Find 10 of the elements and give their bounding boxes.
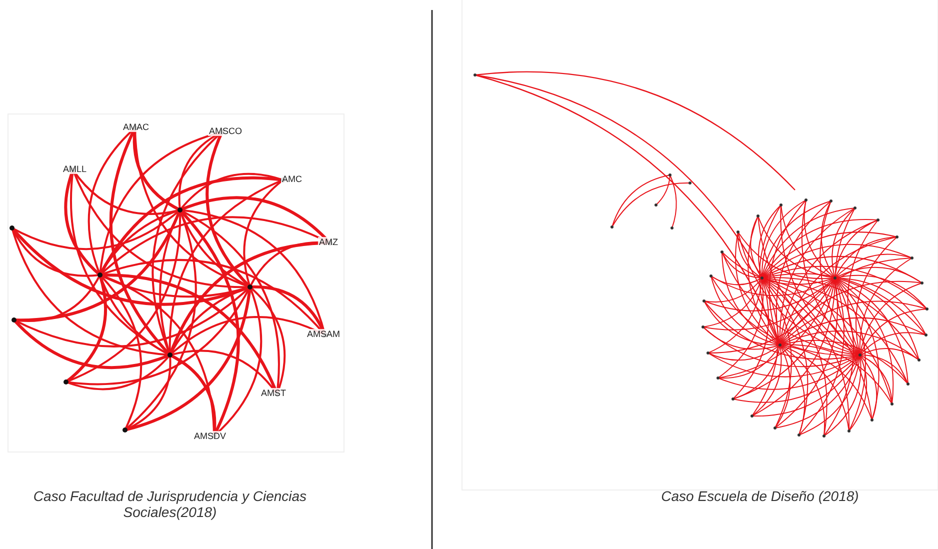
node-label: AMSCO [208,126,244,136]
node-label: AMLL [62,164,88,174]
node-label: AMAC [122,122,150,132]
caption: Caso Facultad de Jurisprudencia y Ciencias Sociales(2018) [32,488,308,520]
node-label: AMZ [318,237,339,247]
caption: Caso Escuela de Diseño (2018) [660,488,860,504]
node-label: AMSAM [306,329,342,339]
node-label: AMSDV [193,431,228,441]
node-label: AMC [281,174,303,184]
node-label: AMST [260,388,288,398]
